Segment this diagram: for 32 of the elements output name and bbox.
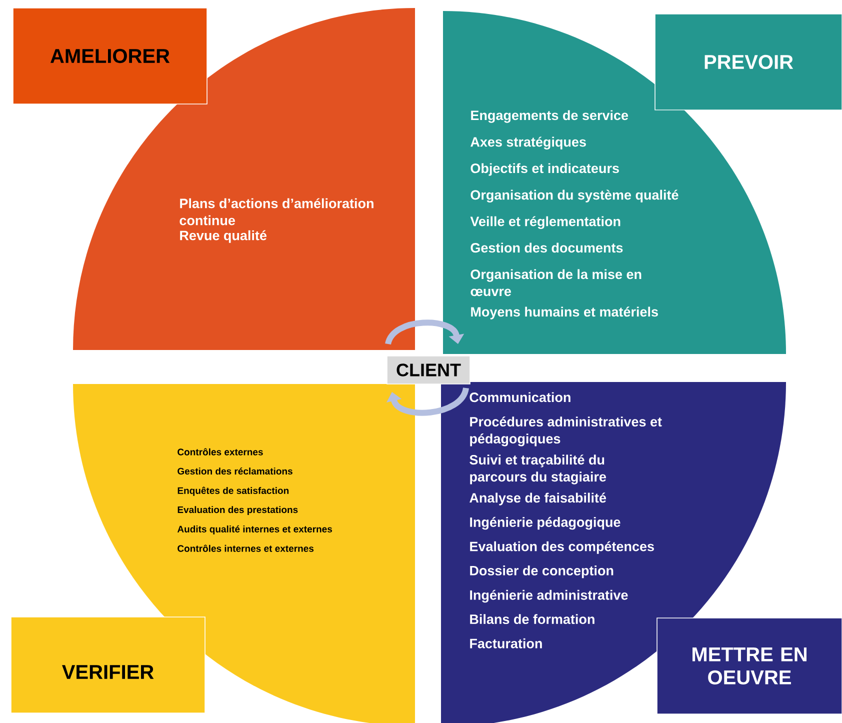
list-item: Analyse de faisabilité: [470, 492, 606, 506]
title-box: PREVOIR: [654, 14, 842, 110]
list-item: Evaluation des compétences: [470, 541, 654, 554]
title-box: VERIFIER: [10, 616, 206, 714]
list-item: Organisation du système qualité: [470, 190, 678, 202]
list-item: Dossier de conception: [470, 566, 614, 578]
list-item: Contrôles internes et externes: [178, 544, 314, 552]
list-item: Procédures administratives et pédagogiques: [470, 416, 662, 446]
list-item: Communication: [470, 392, 570, 402]
list-item: Facturation: [470, 638, 542, 648]
title-box: METTRE EN OEUVRE: [656, 618, 842, 714]
list-item: Engagements de service: [471, 110, 628, 123]
list-item: Axes stratégiques: [470, 136, 586, 150]
list-item: Moyens humains et matériels: [471, 306, 658, 320]
list-item: Ingénierie administrative: [470, 590, 628, 603]
circular-arrow: [386, 387, 469, 416]
list-item: Audits qualité internes et externes: [177, 525, 332, 534]
list-item: Plans d’actions d’amélioration continue: [180, 198, 374, 226]
list-item: Contrôles externes: [178, 448, 263, 456]
list-item: Ingénierie pédagogique: [470, 516, 620, 530]
list-item: Gestion des réclamations: [178, 468, 292, 475]
list-item: Suivi et traçabilité du parcours du stagiaire: [470, 454, 606, 484]
list-item: Objectifs et indicateurs: [470, 163, 619, 176]
list-item: Veille et réglementation: [470, 216, 620, 229]
list-item: Gestion des documents: [470, 242, 623, 253]
list-item: Revue qualité: [180, 230, 266, 243]
list-item: Bilans de formation: [470, 614, 594, 624]
title-box: AMELIORER: [12, 8, 208, 104]
list-item: Evaluation des prestations: [178, 506, 298, 515]
list-item: Enquêtes de satisfaction: [178, 486, 289, 496]
client-label: CLIENT: [386, 356, 470, 384]
list-item: Organisation de la mise en œuvre: [470, 269, 642, 296]
